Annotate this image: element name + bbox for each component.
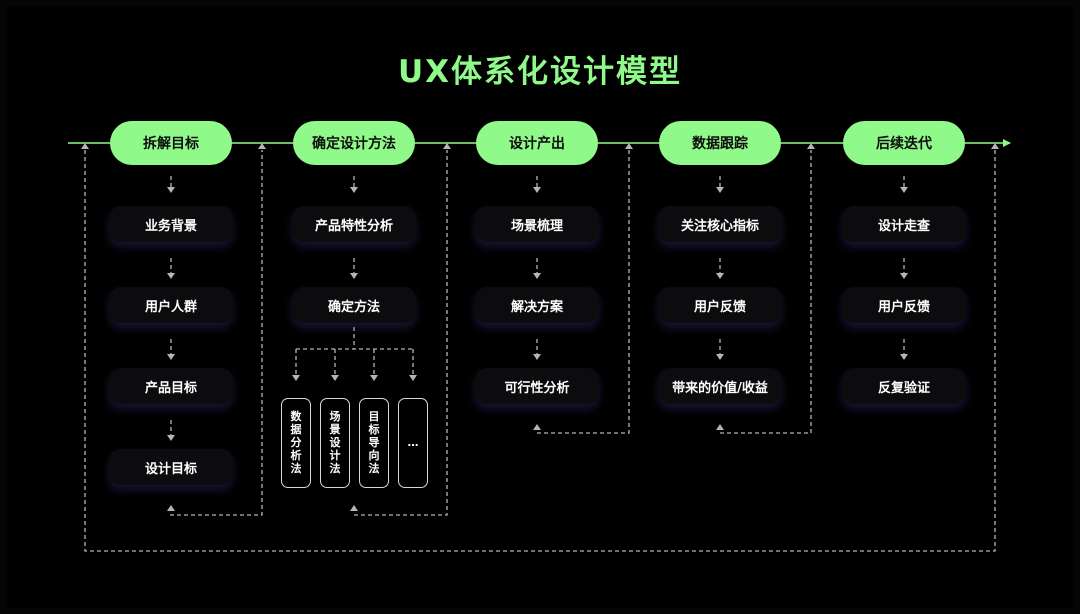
arrow-down-head — [331, 375, 339, 381]
step-card: 用户反馈 — [658, 287, 782, 323]
stage-pill: 后续迭代 — [843, 121, 965, 165]
arrow-up-head — [81, 143, 89, 149]
arrow-down-head — [533, 187, 541, 193]
arrow-down-head — [716, 354, 724, 360]
step-card: 产品目标 — [109, 368, 233, 404]
method-card: 目标导向法 — [359, 398, 389, 488]
stage-pill: 设计产出 — [476, 121, 598, 165]
arrow-up-head — [443, 143, 451, 149]
step-card: 设计目标 — [109, 449, 233, 485]
method-card: 数据分析法 — [281, 398, 311, 488]
loop-outer — [84, 150, 996, 552]
method-card: 场景设计法 — [320, 398, 350, 488]
arrow-down-head — [716, 273, 724, 279]
arrow-up-head — [807, 143, 815, 149]
arrow-up-head — [350, 505, 358, 511]
loop-stage3 — [537, 150, 630, 434]
arrow-up-head — [533, 424, 541, 430]
stage-pill: 确定设计方法 — [293, 121, 415, 165]
arrow-down-head — [900, 273, 908, 279]
arrow-up-head — [716, 424, 724, 430]
arrow-down-head — [167, 354, 175, 360]
arrow-down-head — [167, 435, 175, 441]
arrow-down-head — [350, 187, 358, 193]
step-card: 确定方法 — [292, 287, 416, 323]
arrow-up-head — [625, 143, 633, 149]
step-card: 产品特性分析 — [292, 206, 416, 242]
step-card: 用户人群 — [109, 287, 233, 323]
arrow-down-head — [370, 375, 378, 381]
arrow-down-head — [900, 354, 908, 360]
stage-pill: 数据跟踪 — [659, 121, 781, 165]
arrow-down-head — [350, 273, 358, 279]
stage-pill: 拆解目标 — [110, 121, 232, 165]
step-card: 用户反馈 — [842, 287, 966, 323]
step-card: 带来的价值/收益 — [658, 368, 782, 404]
loop-stage1 — [170, 150, 263, 516]
loop-stage4 — [720, 150, 812, 434]
step-card: 反复验证 — [842, 368, 966, 404]
step-card: 场景梳理 — [475, 206, 599, 242]
arrow-down-head — [716, 187, 724, 193]
step-card: 设计走查 — [842, 206, 966, 242]
arrow-down-head — [533, 273, 541, 279]
arrow-down-head — [409, 375, 417, 381]
method-card: … — [398, 398, 428, 488]
step-card: 解决方案 — [475, 287, 599, 323]
step-card: 可行性分析 — [475, 368, 599, 404]
arrow-down-head — [533, 354, 541, 360]
step-card: 业务背景 — [109, 206, 233, 242]
arrow-down-head — [900, 187, 908, 193]
arrow-up-head — [167, 505, 175, 511]
arrow-down-head — [292, 375, 300, 381]
arrow-up-head — [991, 143, 999, 149]
arrow-up-head — [258, 143, 266, 149]
arrow-down-head — [167, 187, 175, 193]
loop-stage2 — [354, 150, 448, 516]
arrow-down-head — [167, 273, 175, 279]
step-card: 关注核心指标 — [658, 206, 782, 242]
page-title: UX体系化设计模型 — [397, 54, 683, 90]
